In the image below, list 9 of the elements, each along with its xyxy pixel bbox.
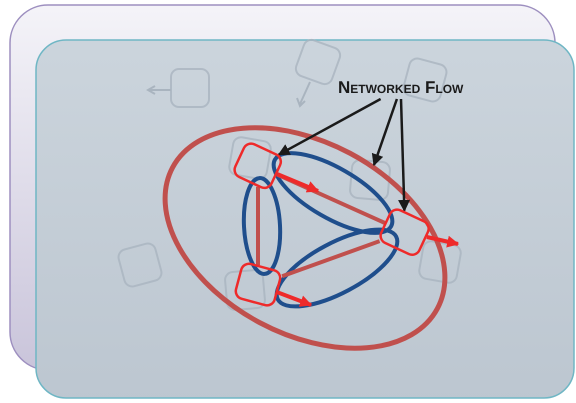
- connector-line: [281, 239, 380, 278]
- arrow: [277, 290, 312, 307]
- arrow: [276, 172, 320, 193]
- arrow: [372, 98, 398, 166]
- arrow: [278, 98, 382, 156]
- callout-label: Networked Flow: [338, 78, 464, 98]
- arrow: [398, 98, 410, 212]
- arrow: [426, 235, 460, 248]
- connector-line: [256, 186, 260, 266]
